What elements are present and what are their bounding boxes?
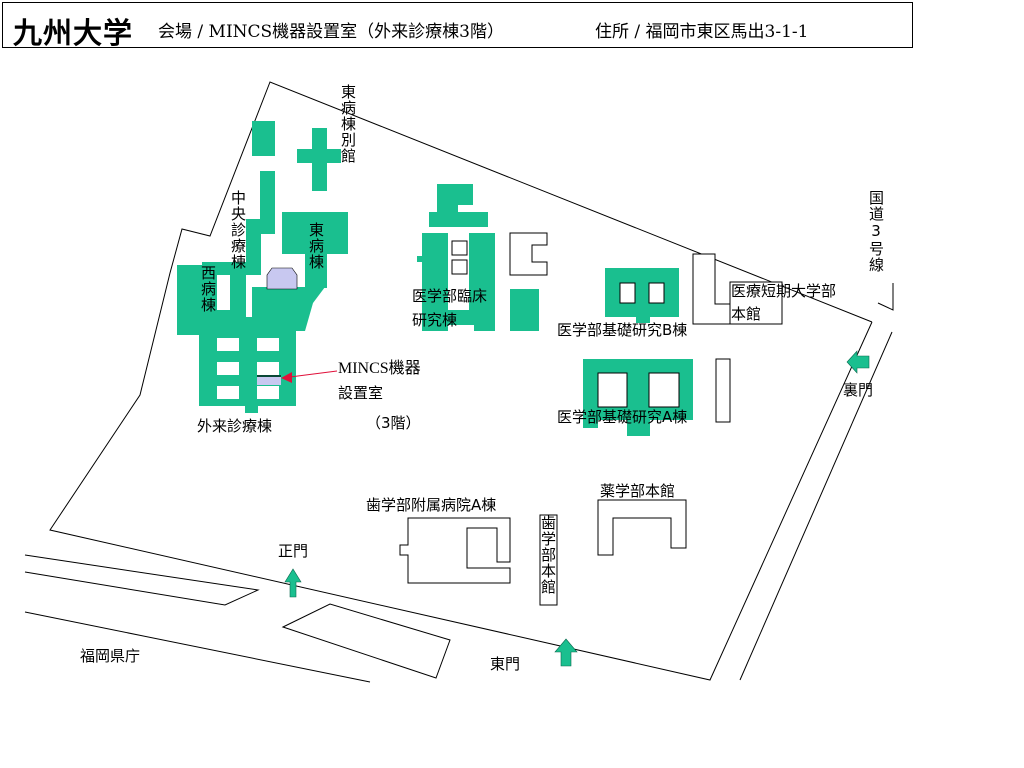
building-dental-hospital (399, 517, 511, 584)
road-island-west (24, 554, 260, 606)
window (451, 259, 468, 275)
window (619, 282, 636, 304)
building-small-green (510, 289, 539, 331)
building-central-clinic-c (230, 262, 246, 317)
label-junior-college-1: 医療短期大学部 (731, 282, 837, 300)
building-pharmacy (597, 499, 687, 556)
campus-boundary (49, 81, 873, 681)
label-mincs-1: MINCS機器 (338, 360, 421, 377)
label-clinical-research-2: 研究棟 (412, 311, 458, 329)
label-route3: 国道3号線 (867, 190, 885, 273)
label-floor: （3階） (366, 414, 421, 432)
building-east-ward-annex (297, 128, 341, 191)
label-prefecture-office: 福岡県庁 (80, 647, 141, 665)
address-text: 住所 / 福岡市東区馬出3-1-1 (595, 22, 809, 42)
label-east-gate: 東門 (490, 655, 521, 673)
label-outpatient: 外来診療棟 (197, 417, 273, 435)
building-outpatient (177, 262, 296, 413)
venue-text: 会場 / MINCS機器設置室（外来診療棟3階） (158, 22, 505, 42)
courtyard (217, 275, 230, 310)
university-title: 九州大学 (13, 16, 134, 50)
building-junior-college-main (729, 281, 783, 325)
label-mincs-2: 設置室 (338, 384, 384, 402)
building-basic-b (605, 268, 679, 317)
building-basic-b-tab (636, 317, 650, 323)
window (648, 282, 665, 304)
mincs-room-marker (257, 377, 281, 385)
label-east-ward-annex: 東病棟別館 (339, 84, 357, 164)
label-back-gate: 裏門 (843, 381, 874, 399)
building-north (252, 121, 275, 156)
label-clinical-research-1: 医学部臨床 (412, 287, 488, 305)
roads-and-boundary (24, 81, 894, 683)
highlight-octagon (266, 267, 298, 290)
back-gate-arrow-icon (846, 350, 870, 374)
label-main-gate: 正門 (278, 542, 309, 560)
label-dental-hospital: 歯学部附属病院A棟 (366, 496, 497, 514)
route3-marker (877, 283, 894, 311)
route3-road-edge (739, 331, 893, 681)
label-pharmacy: 薬学部本館 (600, 482, 676, 500)
outline-buildings (399, 253, 783, 606)
building-center (252, 287, 325, 331)
road-island-east (281, 603, 451, 679)
window (597, 372, 628, 408)
building-basic-annex (715, 358, 731, 423)
building-east-ward-b (305, 254, 327, 288)
label-junior-college-2: 本館 (731, 305, 762, 323)
building-clinical-research-top (429, 184, 488, 227)
building-outline-c (509, 232, 548, 276)
gate-arrows (284, 350, 870, 667)
building-basic-a-tab (583, 420, 598, 428)
green-buildings (177, 121, 693, 436)
east-gate-arrow-icon (554, 638, 578, 667)
window (648, 372, 680, 408)
main-gate-arrow-icon (284, 568, 302, 598)
building-central-clinic-b (246, 219, 261, 275)
window (451, 240, 468, 256)
building-clinical-research (417, 233, 495, 331)
pointer-arrowhead (281, 372, 292, 383)
label-east-ward: 東病棟 (307, 222, 325, 270)
building-dental-main (539, 514, 558, 606)
label-basic-research-b: 医学部基礎研究B棟 (557, 321, 688, 339)
label-basic-research-a: 医学部基礎研究A棟 (557, 408, 688, 426)
building-east-ward-a (282, 212, 348, 254)
label-west-ward: 西病棟 (199, 265, 217, 313)
road-edge-south (24, 611, 371, 683)
building-central-clinic-a (260, 171, 275, 234)
outpatient-windows (217, 338, 279, 399)
label-dental-main: 歯学部本館 (539, 515, 557, 595)
label-central-clinic: 中央診療棟 (229, 190, 247, 270)
building-basic-a-tab (627, 420, 650, 436)
pointer-arrow-line (289, 370, 338, 378)
header-box: 九州大学 会場 / MINCS機器設置室（外来診療棟3階） 住所 / 福岡市東区… (2, 2, 913, 50)
